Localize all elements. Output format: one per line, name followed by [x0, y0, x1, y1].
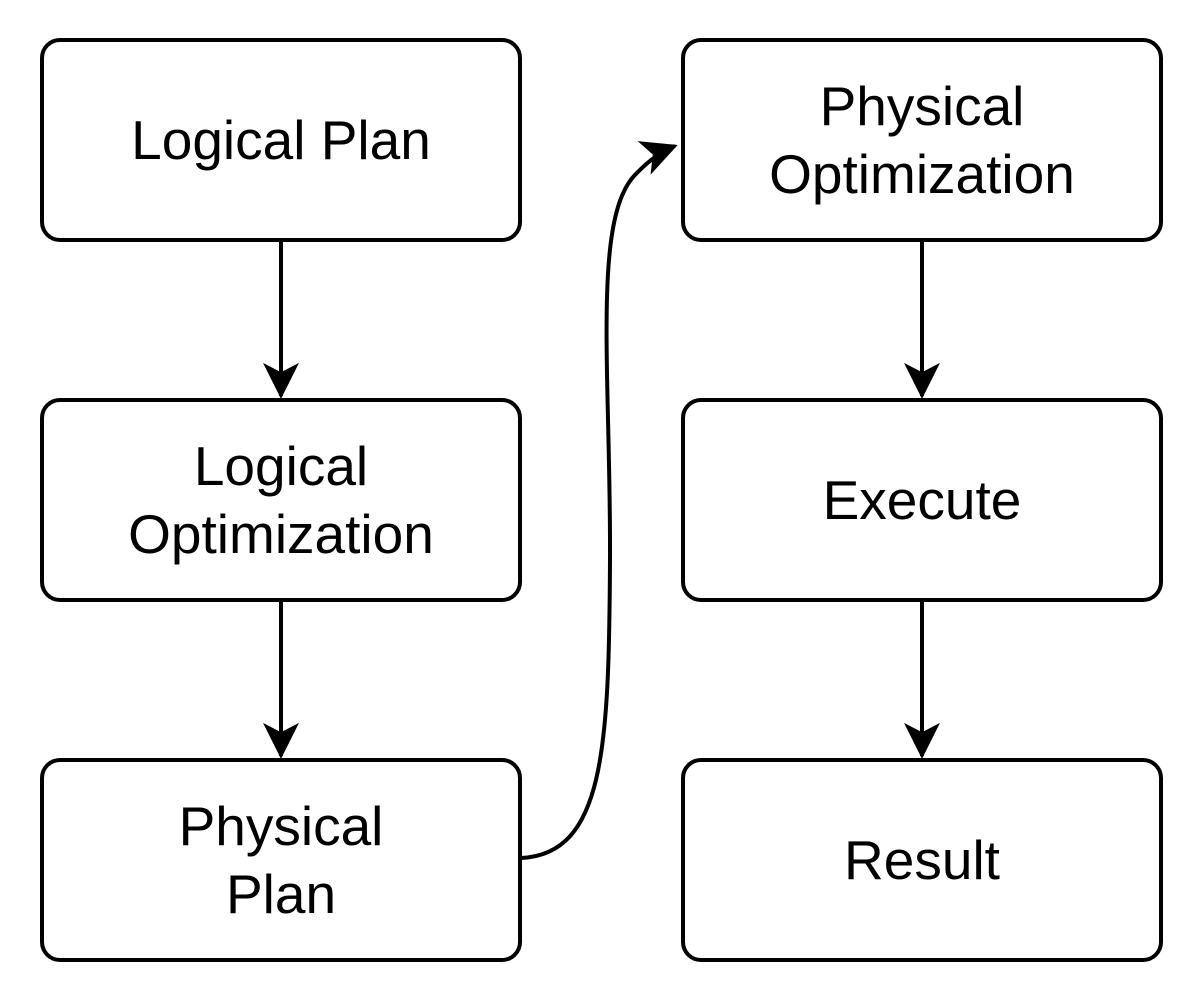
- edge-physical-plan-to-physical-optimization: [520, 141, 678, 860]
- node-label-line-2: Plan: [225, 863, 337, 925]
- node-execute: Execute: [681, 398, 1163, 602]
- node-label: Execute: [822, 469, 1022, 531]
- node-label-line-2: Optimization: [128, 503, 434, 565]
- node-label-line-1: Logical: [193, 435, 369, 497]
- node-label-line-2: Optimization: [769, 143, 1075, 205]
- node-physical-optimization: Physical Optimization: [681, 38, 1163, 242]
- node-physical-plan: Physical Plan: [40, 758, 522, 962]
- node-label: Logical Plan: [131, 109, 431, 171]
- node-label-line-1: Physical: [178, 795, 384, 857]
- node-label-line-1: Physical: [819, 75, 1025, 137]
- node-label: Result: [844, 829, 1000, 891]
- node-result: Result: [681, 758, 1163, 962]
- node-logical-optimization: Logical Optimization: [40, 398, 522, 602]
- node-logical-plan: Logical Plan: [40, 38, 522, 242]
